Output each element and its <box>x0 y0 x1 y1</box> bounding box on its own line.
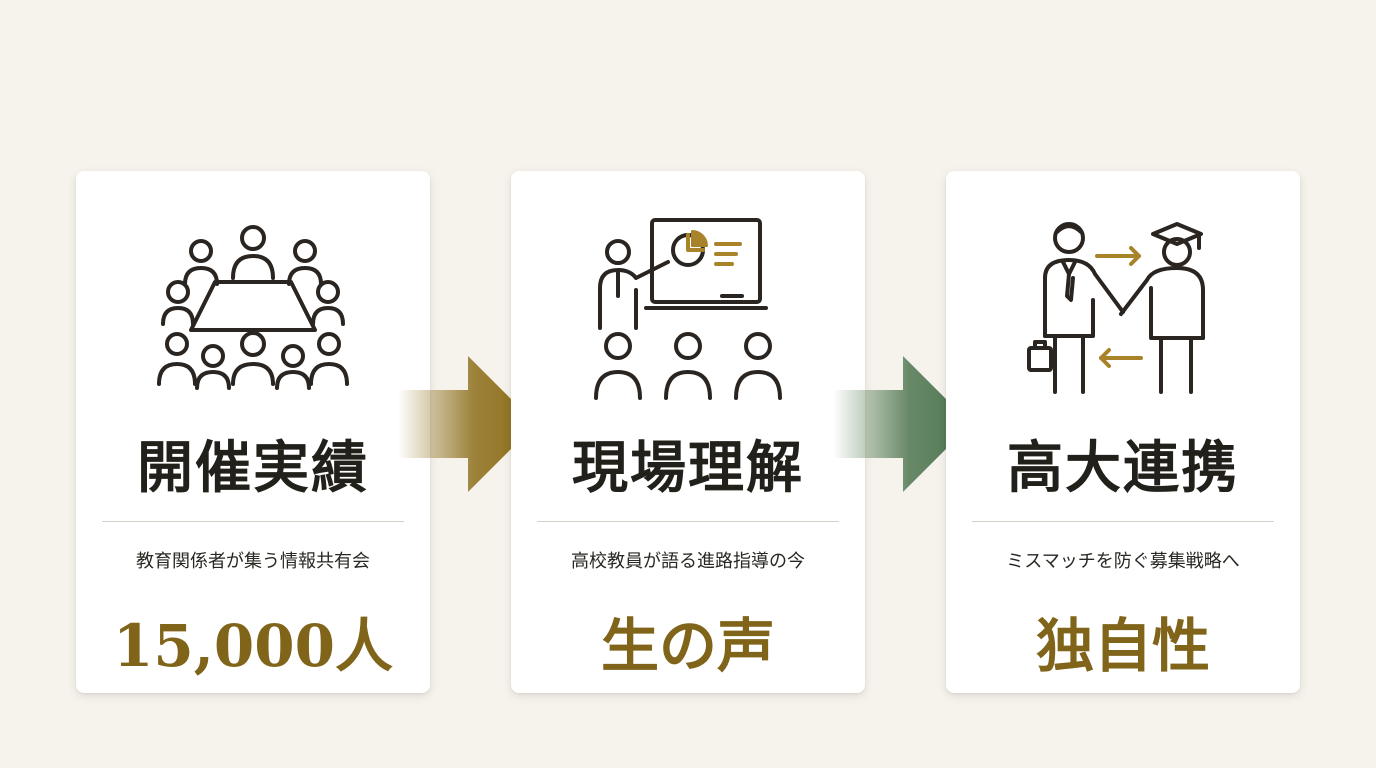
step-subtitle: ミスマッチを防ぐ募集戦略へ <box>1006 551 1240 572</box>
step-card-high-school-university: 高大連携 ミスマッチを防ぐ募集戦略へ 独自性 <box>946 171 1300 693</box>
step-title: 現場理解 <box>572 435 804 501</box>
step-highlight: 独自性 <box>1035 612 1210 680</box>
meeting-table-icon <box>76 216 430 406</box>
arrow-right-icon <box>833 356 971 492</box>
divider <box>537 521 839 522</box>
step-highlight: 生の声 <box>600 612 775 680</box>
step-title: 高大連携 <box>1007 435 1239 501</box>
step-highlight: 15,000人 <box>113 612 393 680</box>
divider <box>102 521 404 522</box>
arrow-right-icon <box>398 356 536 492</box>
step-subtitle: 高校教員が語る進路指導の今 <box>571 551 805 572</box>
step-title: 開催実績 <box>137 435 369 501</box>
step-card-field-understanding: 現場理解 高校教員が語る進路指導の今 生の声 <box>511 171 865 693</box>
step-subtitle: 教育関係者が集う情報共有会 <box>136 551 370 572</box>
divider <box>972 521 1274 522</box>
step-card-results: 開催実績 教育関係者が集う情報共有会 15,000人 <box>76 171 430 693</box>
presentation-icon <box>511 216 865 406</box>
handshake-icon <box>946 216 1300 406</box>
